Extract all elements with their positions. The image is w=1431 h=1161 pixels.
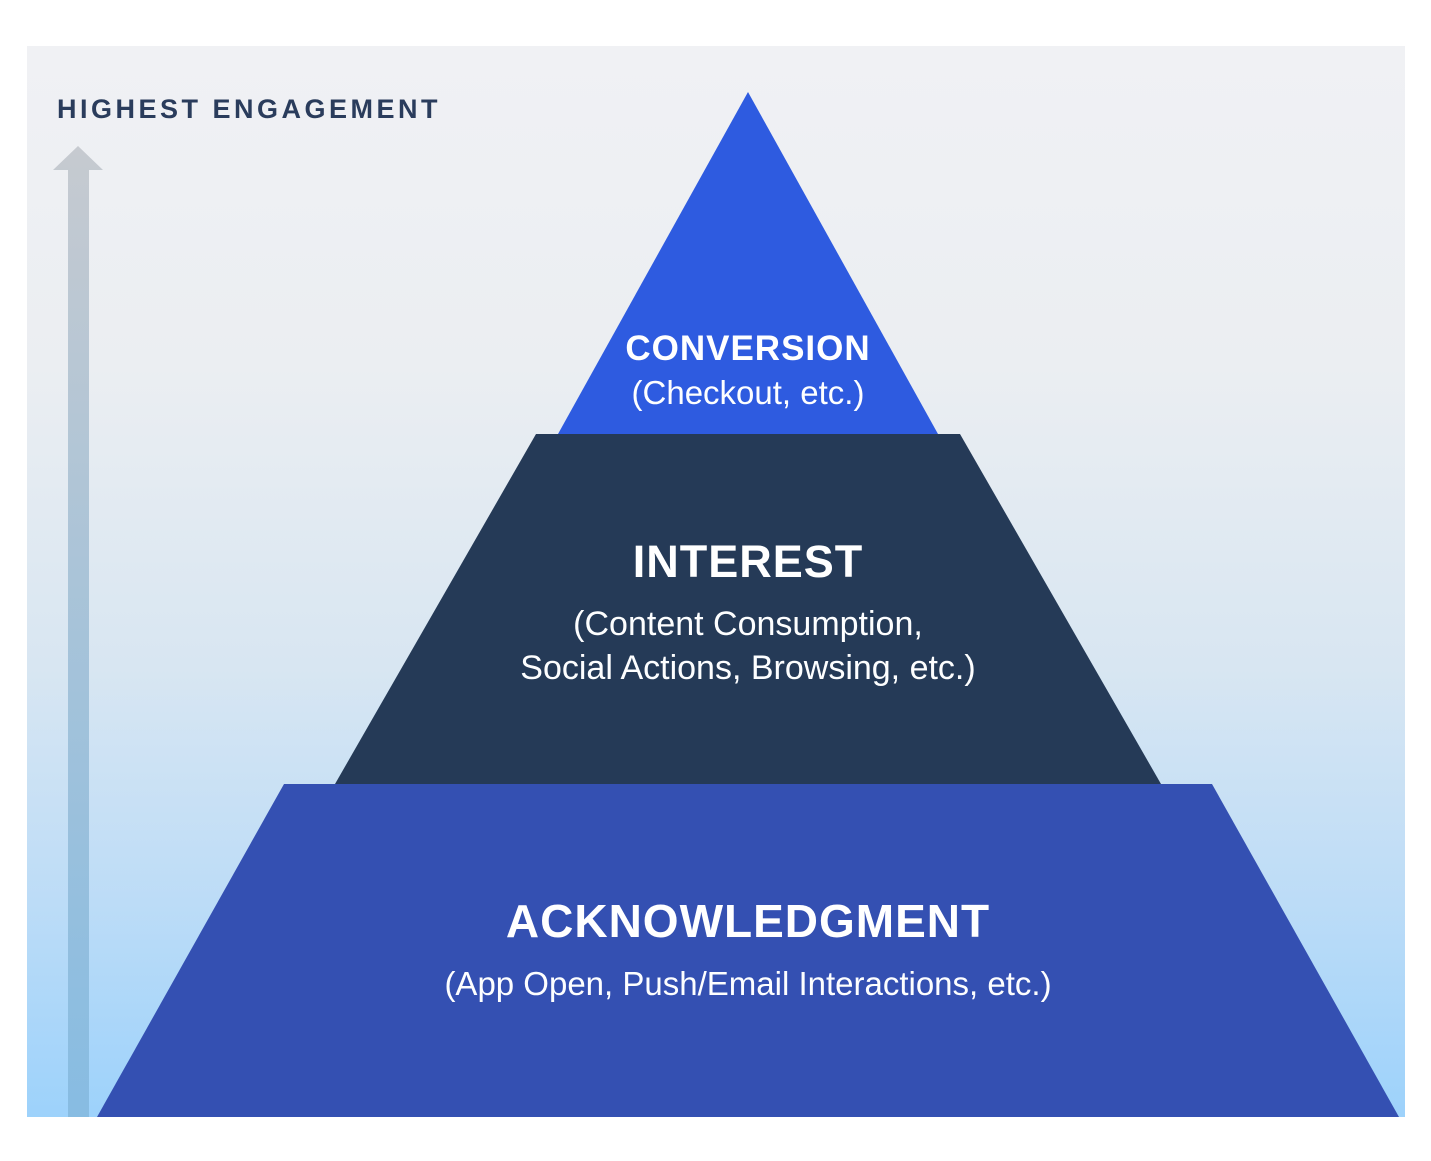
interest-label-group: INTEREST (Content Consumption, Social Ac… xyxy=(520,536,975,690)
highest-engagement-label: HIGHEST ENGAGEMENT xyxy=(57,94,442,124)
acknowledgment-label-group: ACKNOWLEDGMENT (App Open, Push/Email Int… xyxy=(444,894,1051,1004)
pyramid-level-interest xyxy=(335,434,1161,784)
interest-subtitle-line-1: (Content Consumption, xyxy=(573,605,923,643)
conversion-subtitle: (Checkout, etc.) xyxy=(631,374,865,411)
acknowledgment-subtitle: (App Open, Push/Email Interactions, etc.… xyxy=(444,965,1052,1002)
interest-subtitle: (Content Consumption, Social Actions, Br… xyxy=(520,602,975,690)
interest-title: INTEREST xyxy=(632,536,864,587)
interest-subtitle-line-2: Social Actions, Browsing, etc.) xyxy=(520,649,976,687)
pyramid-level-acknowledgment xyxy=(97,784,1399,1117)
conversion-label-group: CONVERSION (Checkout, etc.) xyxy=(625,329,870,412)
conversion-title: CONVERSION xyxy=(625,329,871,368)
pyramid-graphic xyxy=(53,92,1399,1117)
engagement-pyramid-stage: HIGHEST ENGAGEMENT CONVERSION (Checkout,… xyxy=(27,46,1405,1117)
acknowledgment-title: ACKNOWLEDGMENT xyxy=(505,895,991,947)
engagement-axis-arrow xyxy=(53,146,103,1117)
pyramid-level-conversion xyxy=(558,92,938,434)
